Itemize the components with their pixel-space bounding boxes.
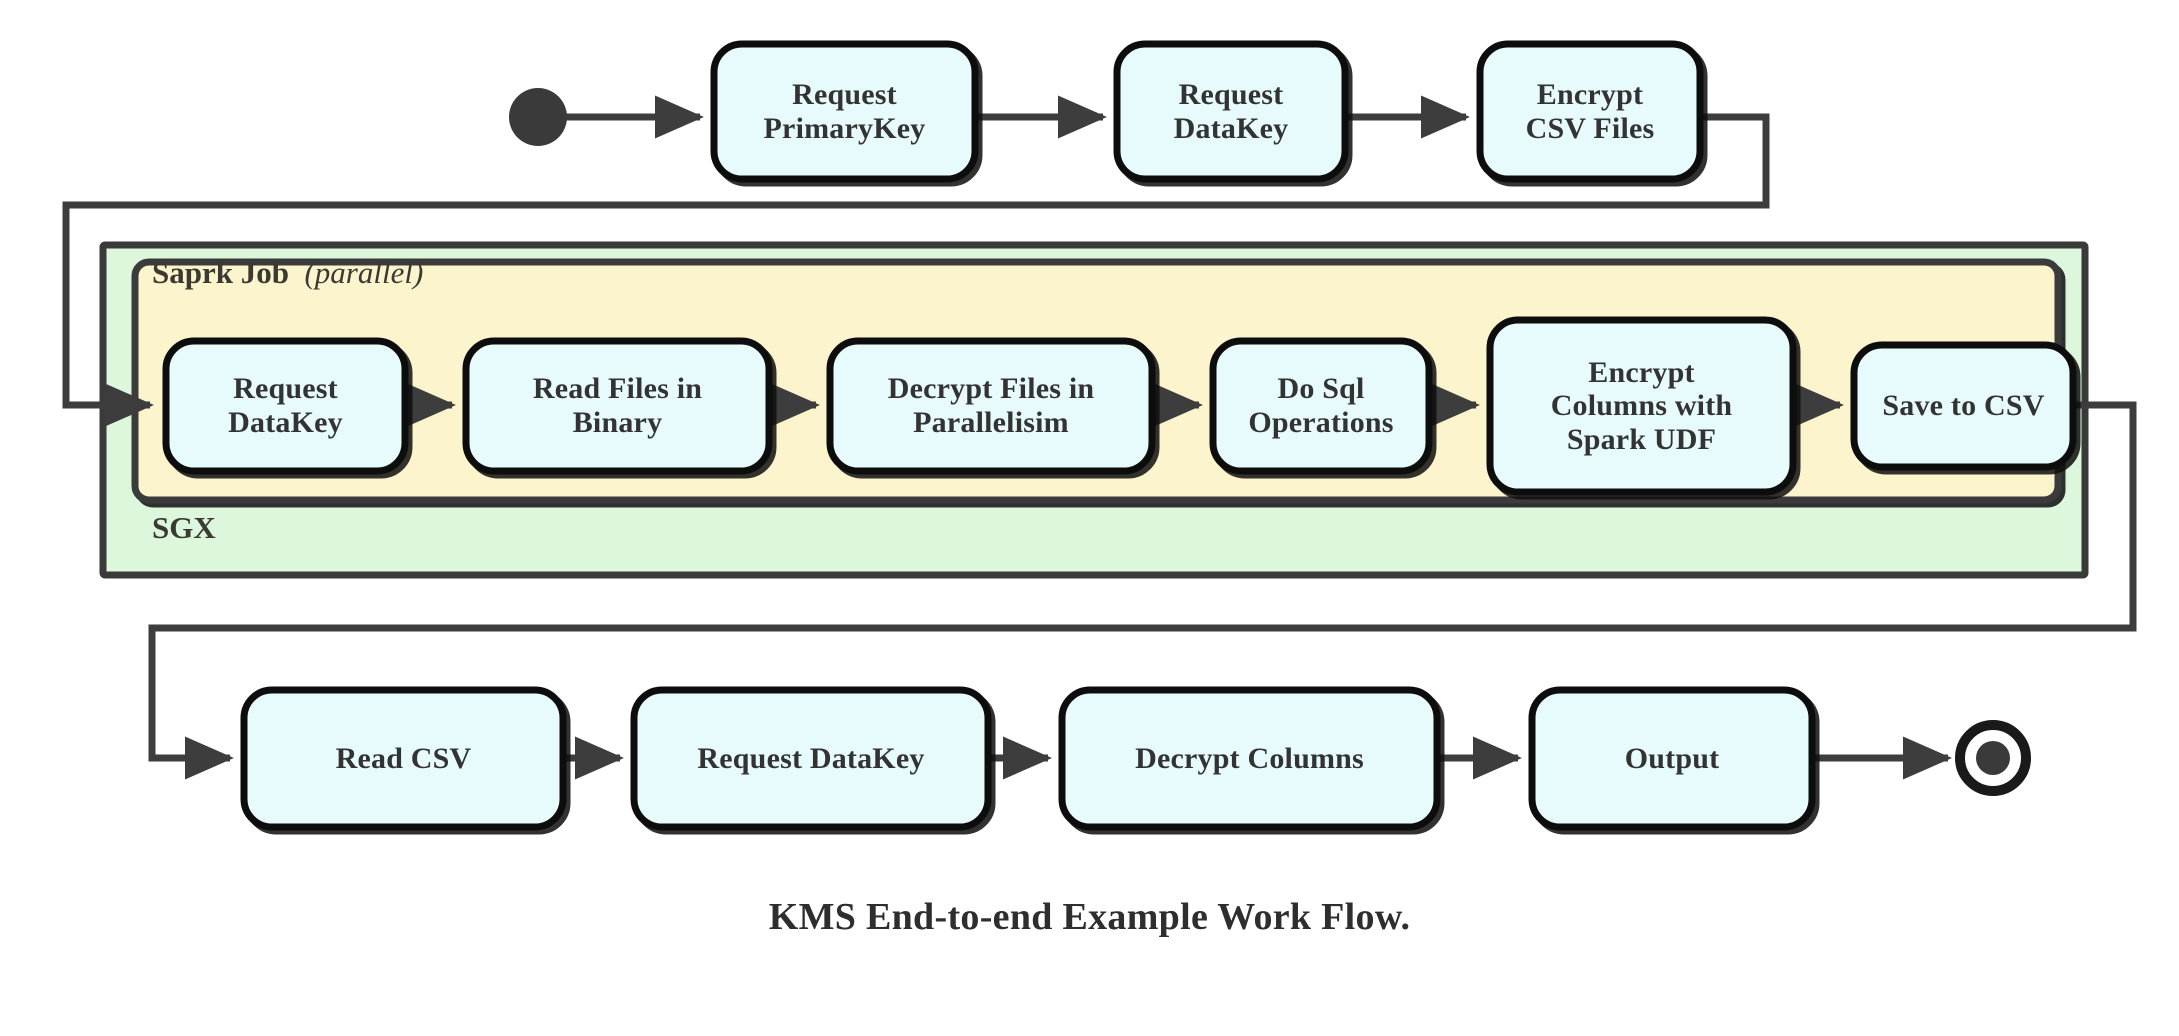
diagram-caption: KMS End-to-end Example Work Flow. — [768, 896, 1411, 938]
node-request-primarykey[interactable] — [710, 40, 979, 183]
node-request-datakey-spark[interactable] — [162, 337, 409, 475]
connector-save-csv-to-read-csv — [148, 401, 2137, 780]
node-request-datakey-top[interactable] — [1113, 40, 1349, 183]
spark-job-container-label: Saprk Job (parallel) — [152, 255, 423, 291]
node-output[interactable] — [1528, 686, 1816, 831]
node-do-sql-operations[interactable] — [1209, 337, 1433, 475]
node-decrypt-files-in-parallelisim[interactable] — [826, 337, 1156, 475]
node-read-csv[interactable] — [240, 686, 567, 831]
spark-job-label-text: Saprk Job — [152, 255, 289, 290]
start-node[interactable] — [509, 88, 567, 146]
node-encrypt-csv-files[interactable] — [1476, 40, 1704, 183]
node-decrypt-columns[interactable] — [1058, 686, 1441, 831]
connector-encrypt-csv-to-spark-datakey — [62, 113, 1770, 427]
node-request-datakey-bottom[interactable] — [630, 686, 992, 831]
node-read-files-in-binary[interactable] — [462, 337, 773, 475]
end-node-core — [1976, 741, 2010, 775]
node-encrypt-columns-with-spark-udf[interactable] — [1486, 316, 1797, 496]
spark-job-annotation: (parallel) — [304, 255, 424, 290]
node-save-to-csv[interactable] — [1850, 341, 2077, 471]
sgx-container-label: SGX — [152, 510, 216, 545]
